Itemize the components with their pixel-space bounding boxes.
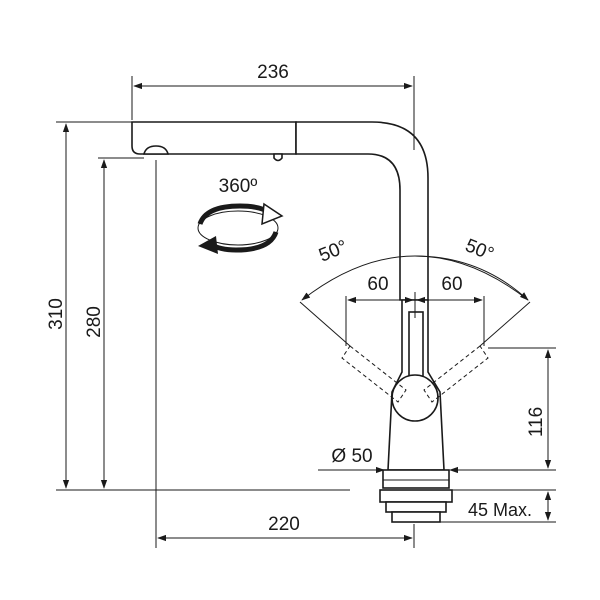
dim-220-label: 220 [268,514,300,535]
angle-right-label: 50° [462,235,497,265]
dim-310-label: 310 [46,298,67,330]
dim-310: 310 [46,121,350,491]
offset-right-label: 60 [441,274,462,295]
dim-diameter: Ø 50 [318,446,466,474]
dim-236: 236 [131,62,415,150]
angle-left-label: 50° [316,236,351,266]
offset-left-label: 60 [367,274,388,295]
dim-45-max: 45 Max. [440,489,556,523]
dim-280: 280 [84,157,144,489]
dim-60-offsets: 60 60 [345,274,485,346]
dim-116: 116 [450,347,556,471]
dim-360-label: 360º [219,176,258,197]
dim-236-label: 236 [257,62,289,83]
dim-280-label: 280 [84,306,105,338]
lever-swing-ghosts [341,345,489,403]
dim-diameter-label: Ø 50 [331,446,372,467]
dim-45-label: 45 Max. [468,500,532,520]
dim-116-label: 116 [526,407,547,437]
rotation-360-icon: 360º [197,176,284,254]
faucet-outline [131,121,453,523]
dim-220: 220 [155,160,415,548]
